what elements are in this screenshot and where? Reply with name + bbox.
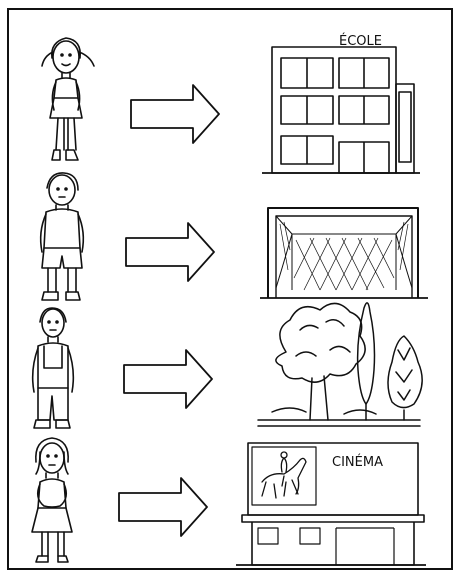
goal-net xyxy=(280,222,408,290)
school-building xyxy=(262,47,420,173)
arrow-4 xyxy=(119,478,207,536)
arrow-3 xyxy=(124,350,212,408)
football-goal xyxy=(260,208,428,298)
school-sign: ÉCOLE xyxy=(339,33,382,49)
boy-figure xyxy=(41,173,84,300)
cinema-sign: CINÉMA xyxy=(332,454,383,470)
woman-figure xyxy=(32,438,72,562)
man-figure xyxy=(33,308,74,428)
horse-rider-poster xyxy=(262,452,306,498)
arrow-2 xyxy=(126,223,214,281)
sheet-border xyxy=(8,9,452,569)
girl-figure xyxy=(42,38,94,160)
cinema-building xyxy=(236,443,426,565)
park-trees xyxy=(258,303,422,426)
arrow-1 xyxy=(131,85,219,143)
